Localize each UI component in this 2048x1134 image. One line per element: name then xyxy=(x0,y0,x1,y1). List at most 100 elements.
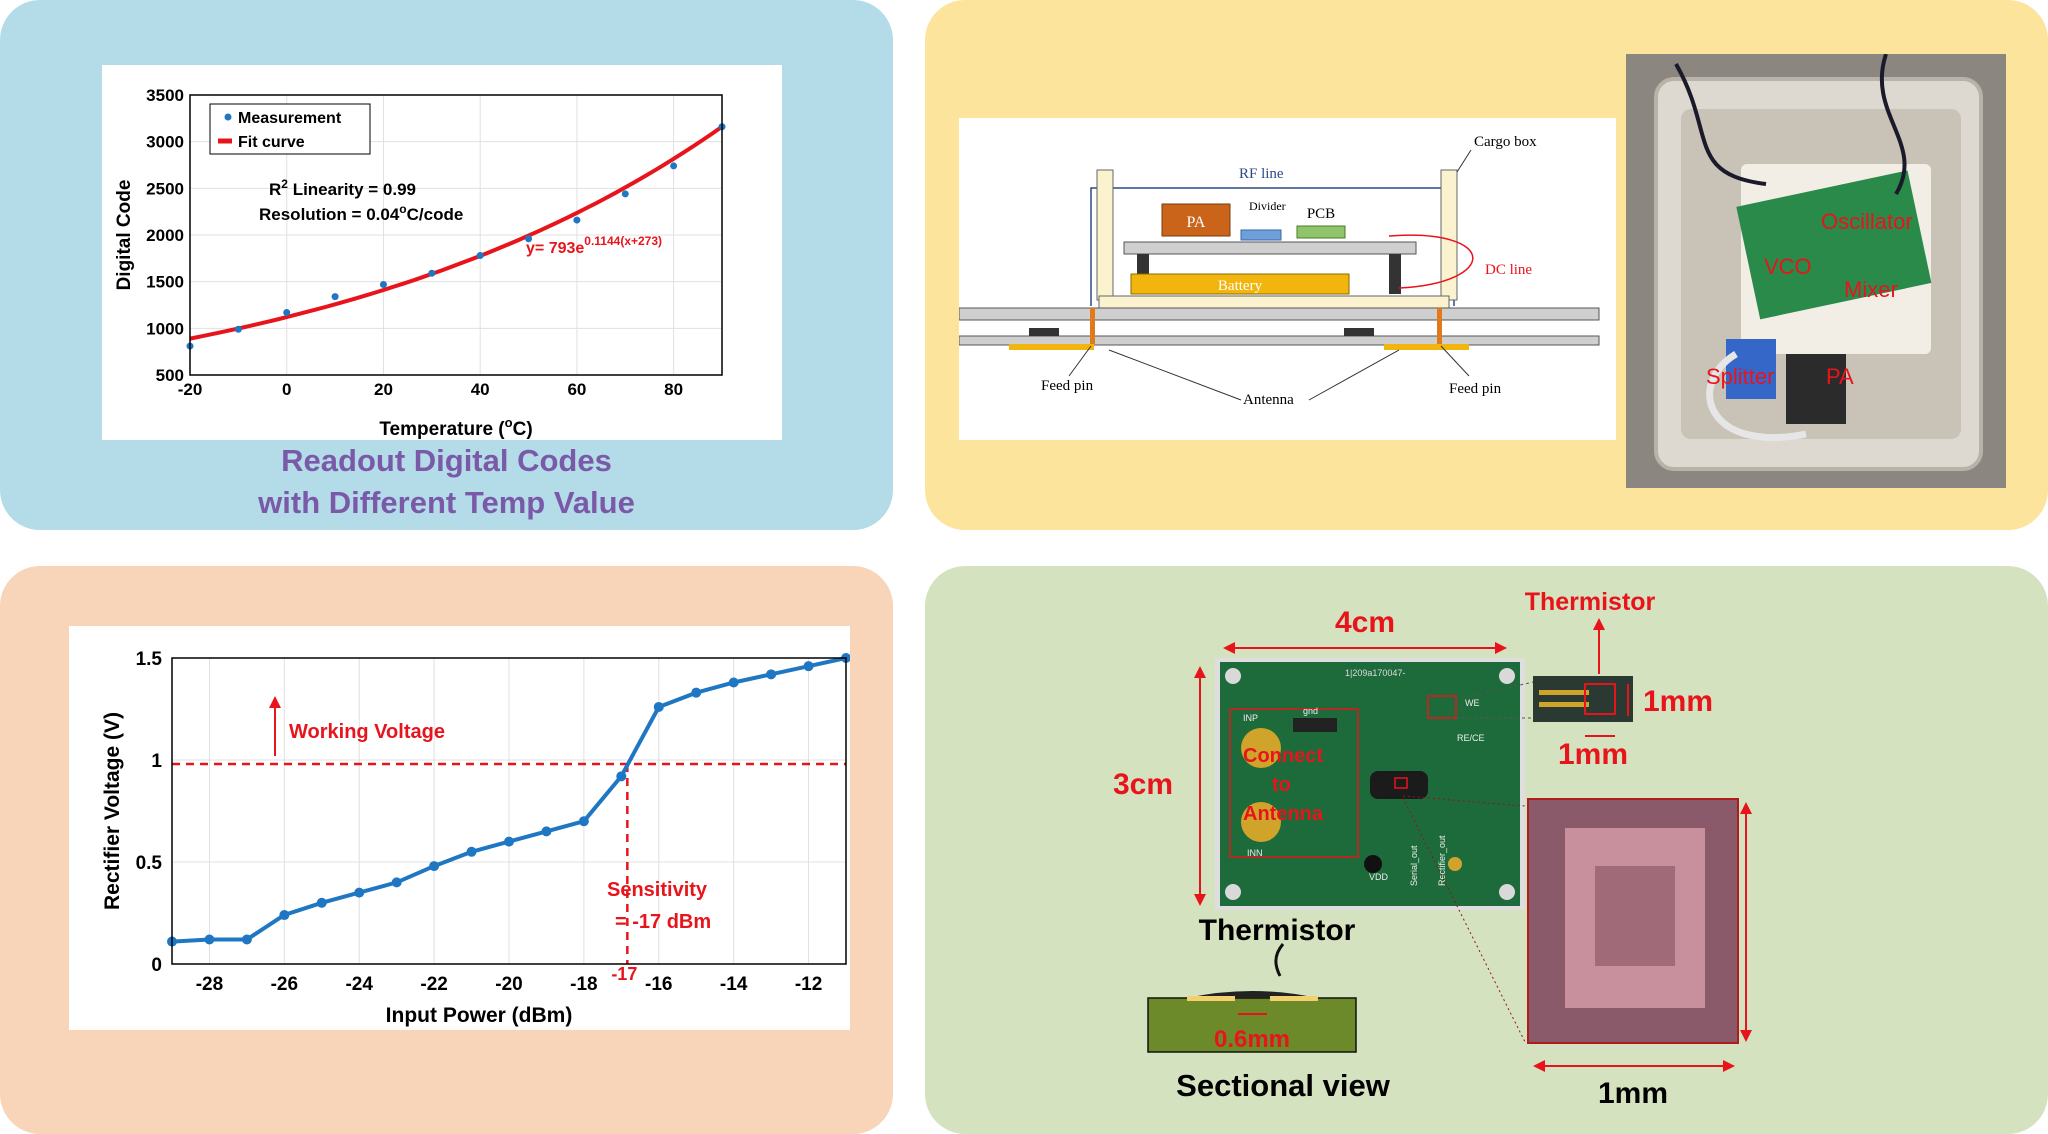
silk-inn: INN xyxy=(1247,848,1263,858)
x-tick-label: -16 xyxy=(645,974,672,995)
y-tick-label: 1500 xyxy=(146,273,184,292)
measurement-point xyxy=(670,162,678,170)
thermistor-highlight xyxy=(1427,695,1457,719)
measurement-point xyxy=(621,190,629,198)
antenna-connect-box xyxy=(1229,708,1359,858)
gap-label: 0.6mm xyxy=(1214,1026,1290,1053)
thermistor-w-label: 1mm xyxy=(1558,738,1628,771)
battery-label: Battery xyxy=(1218,278,1263,294)
mount-hole-tl xyxy=(1225,668,1241,684)
sensitivity-tick-label: -17 xyxy=(611,964,637,984)
width-arrow-left xyxy=(1223,642,1235,654)
feed-pin-right-leader xyxy=(1440,345,1470,377)
rectifier-data-point xyxy=(466,846,477,857)
section-pad-right xyxy=(1270,996,1318,1001)
splitter-photo-label: Splitter xyxy=(1706,364,1774,389)
antenna-patch-right xyxy=(1384,344,1469,350)
measurement-point xyxy=(283,308,291,316)
rectifier-data-point xyxy=(803,661,814,672)
y-tick-label: 1000 xyxy=(146,319,184,338)
feed-pin-right-label: Feed pin xyxy=(1449,381,1502,397)
temperature-caption: Readout Digital Codes with Different Tem… xyxy=(0,440,893,524)
mount-hole-tr xyxy=(1499,668,1515,684)
pa-heatsink xyxy=(1786,354,1846,424)
rf-line-label: RF line xyxy=(1239,166,1284,182)
oscillator-photo-label: Oscillator xyxy=(1821,209,1913,234)
test-point xyxy=(1448,857,1462,871)
legend-measurement-label: Measurement xyxy=(238,110,342,127)
height-arrow-bottom xyxy=(1194,894,1206,906)
x-tick-label: 80 xyxy=(664,380,683,399)
dc-line xyxy=(1388,234,1474,289)
splitter-block xyxy=(1726,339,1776,399)
silk-id: 1|209a170047- xyxy=(1345,668,1405,678)
divider-block xyxy=(1240,229,1282,241)
x-tick-label: 20 xyxy=(374,380,393,399)
connect-label-1: Connect xyxy=(1243,745,1323,767)
rectifier-data-point xyxy=(241,934,252,945)
thermistor-top-label: Thermistor xyxy=(1525,588,1656,616)
die-h-arrow-top xyxy=(1740,802,1752,814)
working-voltage-arrow-head xyxy=(269,696,281,708)
pa-photo-label: PA xyxy=(1826,364,1854,389)
pcb-board xyxy=(1123,241,1417,255)
sensitivity-label-line1: Sensitivity xyxy=(607,879,708,901)
x-tick-label: 60 xyxy=(567,380,586,399)
temperature-caption-line1: Readout Digital Codes xyxy=(281,443,612,478)
width-arrow-right xyxy=(1495,642,1507,654)
rectifier-data-point xyxy=(691,687,702,698)
rectifier-data-point xyxy=(541,826,552,837)
pa-label: PA xyxy=(1187,214,1206,231)
silk-rect: Rectifier_out xyxy=(1437,835,1447,886)
legend-measurement-marker xyxy=(224,113,232,121)
connect-label-2: to xyxy=(1272,774,1291,796)
sma-inp xyxy=(1241,728,1281,768)
die-block xyxy=(1595,866,1675,966)
x-tick-label: -20 xyxy=(495,974,522,995)
connect-label-3: Antenna xyxy=(1243,803,1324,825)
rectifier-data-point xyxy=(391,877,402,888)
support-right xyxy=(1389,254,1401,294)
resolution-annotation: Resolution = 0.04oC/code xyxy=(259,202,463,224)
feed-pin-left-label: Feed pin xyxy=(1041,378,1094,394)
y-tick-label: 3000 xyxy=(146,133,184,152)
capacitor xyxy=(1364,855,1382,873)
silk-rece: RE/CE xyxy=(1457,733,1485,743)
die-zoom-line-2 xyxy=(1402,797,1526,1043)
measurement-point xyxy=(234,325,242,333)
x-tick-label: 40 xyxy=(471,380,490,399)
rectifier-data-point xyxy=(354,887,365,898)
section-pad-left xyxy=(1187,996,1235,1001)
chip-highlight xyxy=(1394,777,1408,789)
silk-vdd: VDD xyxy=(1369,872,1389,882)
rectifier-data-point xyxy=(279,910,290,921)
thermistor-arrow-head xyxy=(1593,618,1605,630)
x-tick-label: -24 xyxy=(345,974,373,995)
y-tick-label: 0 xyxy=(151,955,162,976)
die-size-label: 1mm xyxy=(1598,1077,1668,1110)
linearity-annotation: R2 Linearity = 0.99 xyxy=(269,177,416,199)
y-tick-label: 0.5 xyxy=(136,853,163,874)
x-tick-label: -12 xyxy=(795,974,822,995)
rectifier-data-point xyxy=(316,897,327,908)
rectifier-data-point xyxy=(766,669,777,680)
rectifier-data-point xyxy=(429,861,440,872)
silk-we: WE xyxy=(1465,698,1480,708)
y-tick-label: 500 xyxy=(156,366,184,385)
vco-photo-label: VCO xyxy=(1764,254,1812,279)
antenna-leader-left xyxy=(1108,349,1242,401)
silk-inp: INP xyxy=(1243,713,1258,723)
rectifier-data-point xyxy=(204,934,215,945)
measurement-point xyxy=(476,252,484,260)
rectifier-data-point xyxy=(653,701,664,712)
thermistor-lead-1 xyxy=(1539,690,1589,695)
rectifier-plot-frame xyxy=(171,657,847,965)
section-caption: Sectional view xyxy=(1176,1068,1391,1103)
die-zoom-line-1 xyxy=(1402,795,1526,807)
y-tick-label: 3500 xyxy=(146,86,184,105)
y-tick-label: 1 xyxy=(151,751,162,772)
rectifier-chart-area xyxy=(69,626,850,1030)
antenna-leader-right xyxy=(1308,349,1400,401)
fit-equation: y= 793e0.1144(x+273) xyxy=(526,234,662,257)
